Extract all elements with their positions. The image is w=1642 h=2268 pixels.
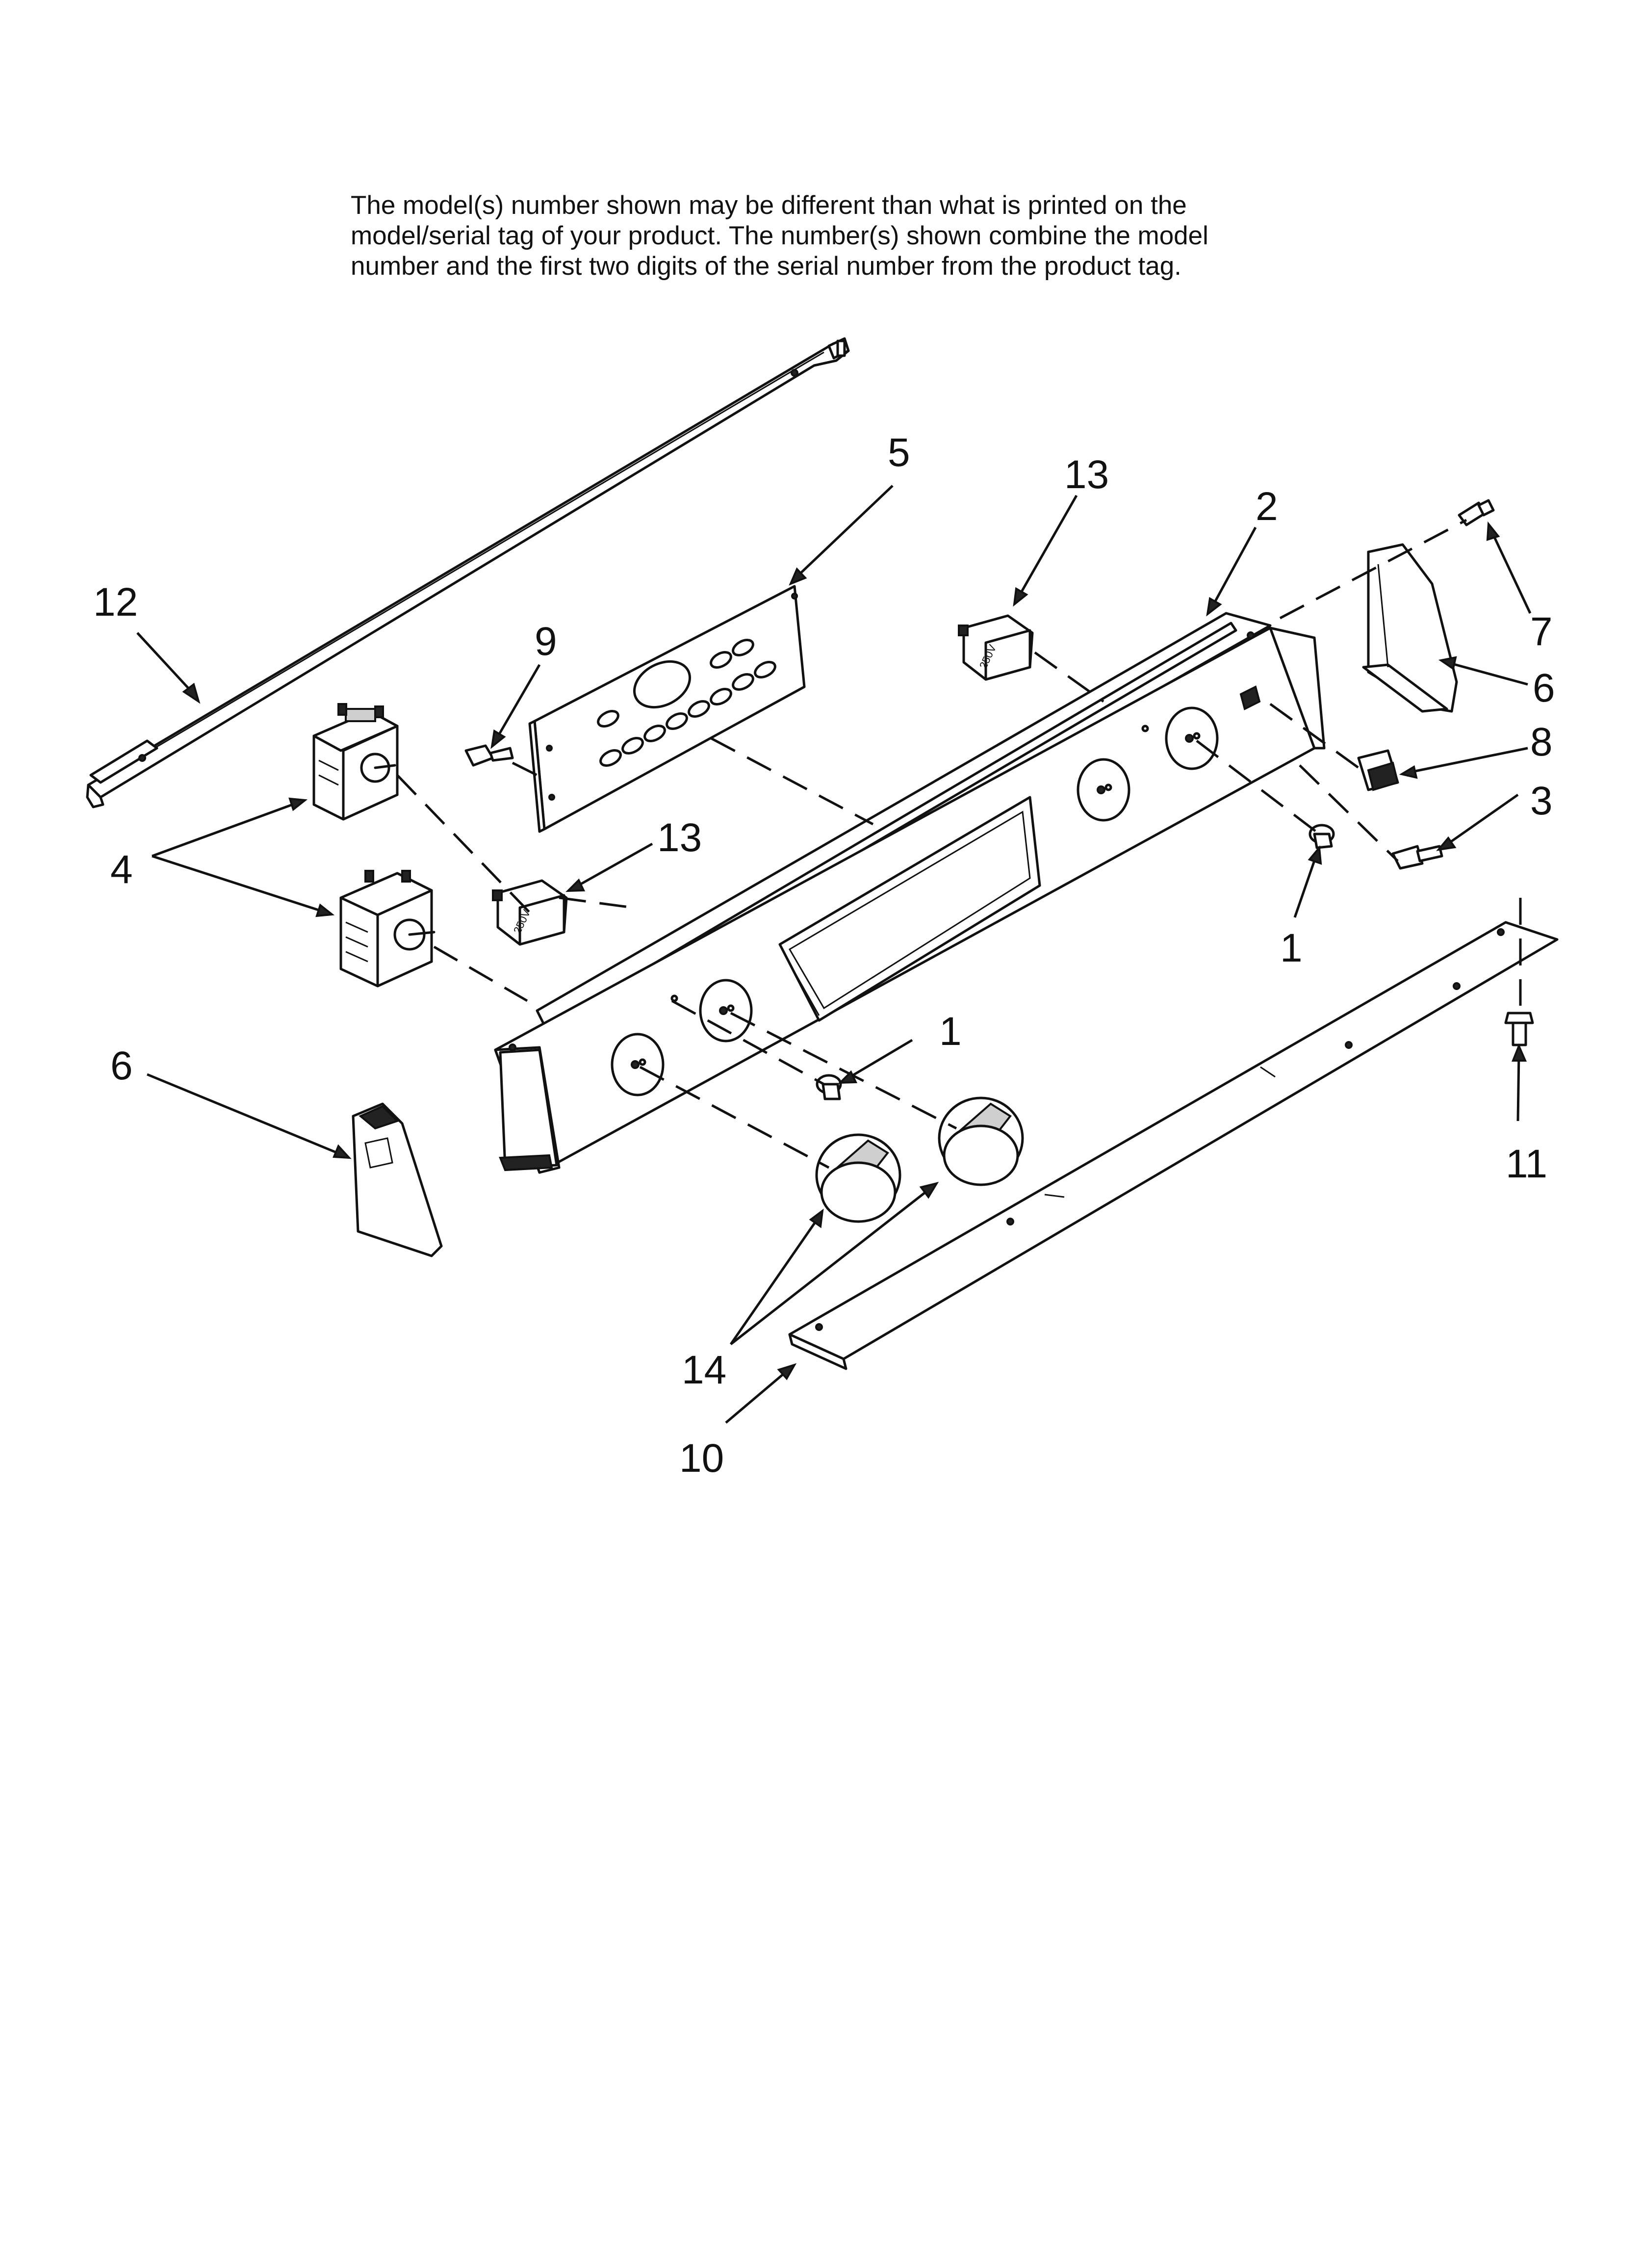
note-line-2: model/serial tag of your product. The nu… (351, 221, 1208, 250)
part-8-rocker-switch (1357, 749, 1399, 791)
callout-2: 2 (1256, 484, 1278, 529)
callout-6-left: 6 (110, 1043, 133, 1088)
callout-10: 10 (679, 1436, 724, 1481)
part-9-screw (464, 744, 514, 767)
part-13-switch-upper: 250V (958, 614, 1034, 681)
part-1-plug-left (816, 1074, 842, 1100)
callout-11: 11 (1506, 1142, 1547, 1186)
part-4-infinite-switch-lower (339, 870, 436, 988)
part-10-lower-trim (788, 921, 1559, 1370)
callout-1-left: 1 (939, 1009, 962, 1054)
part-14-knob-right (938, 1096, 1024, 1186)
part-6-end-cap-left (352, 1102, 443, 1257)
callout-1-right: 1 (1280, 926, 1303, 970)
callout-13-upper: 13 (1064, 452, 1109, 497)
callout-5: 5 (888, 430, 910, 475)
part-11-screw (1504, 1012, 1534, 1046)
part-4-infinite-switch-upper (312, 703, 399, 821)
callout-8: 8 (1530, 720, 1553, 764)
callout-labels: 12 5 13 2 7 6 8 9 4 13 3 1 6 1 11 14 10 (93, 430, 1555, 1481)
part-12-trim-strip (86, 337, 850, 808)
part-2-control-panel (494, 612, 1326, 1174)
callout-6-right: 6 (1533, 666, 1555, 710)
part-3-screw (1391, 845, 1443, 870)
callout-3: 3 (1530, 779, 1553, 823)
part-6-end-cap-right (1362, 543, 1458, 713)
note-line-3: number and the first two digits of the s… (351, 252, 1181, 281)
callout-9: 9 (535, 619, 557, 664)
part-13-switch-lower: 250V (492, 879, 568, 946)
callout-12: 12 (93, 580, 138, 625)
note-line-1: The model(s) number shown may be differe… (351, 191, 1187, 220)
callout-13-lower: 13 (657, 815, 702, 860)
assembly-dashed-lines (396, 519, 1522, 1169)
part-14-knob-left (815, 1133, 901, 1223)
callout-4: 4 (110, 847, 133, 892)
callout-14: 14 (682, 1348, 726, 1392)
part-1-plug-right (1308, 824, 1335, 849)
callout-leaders (136, 485, 1532, 1424)
part-5-touch-control (528, 585, 806, 833)
callout-7: 7 (1530, 609, 1553, 654)
model-number-note: The model(s) number shown may be differe… (351, 190, 1381, 282)
